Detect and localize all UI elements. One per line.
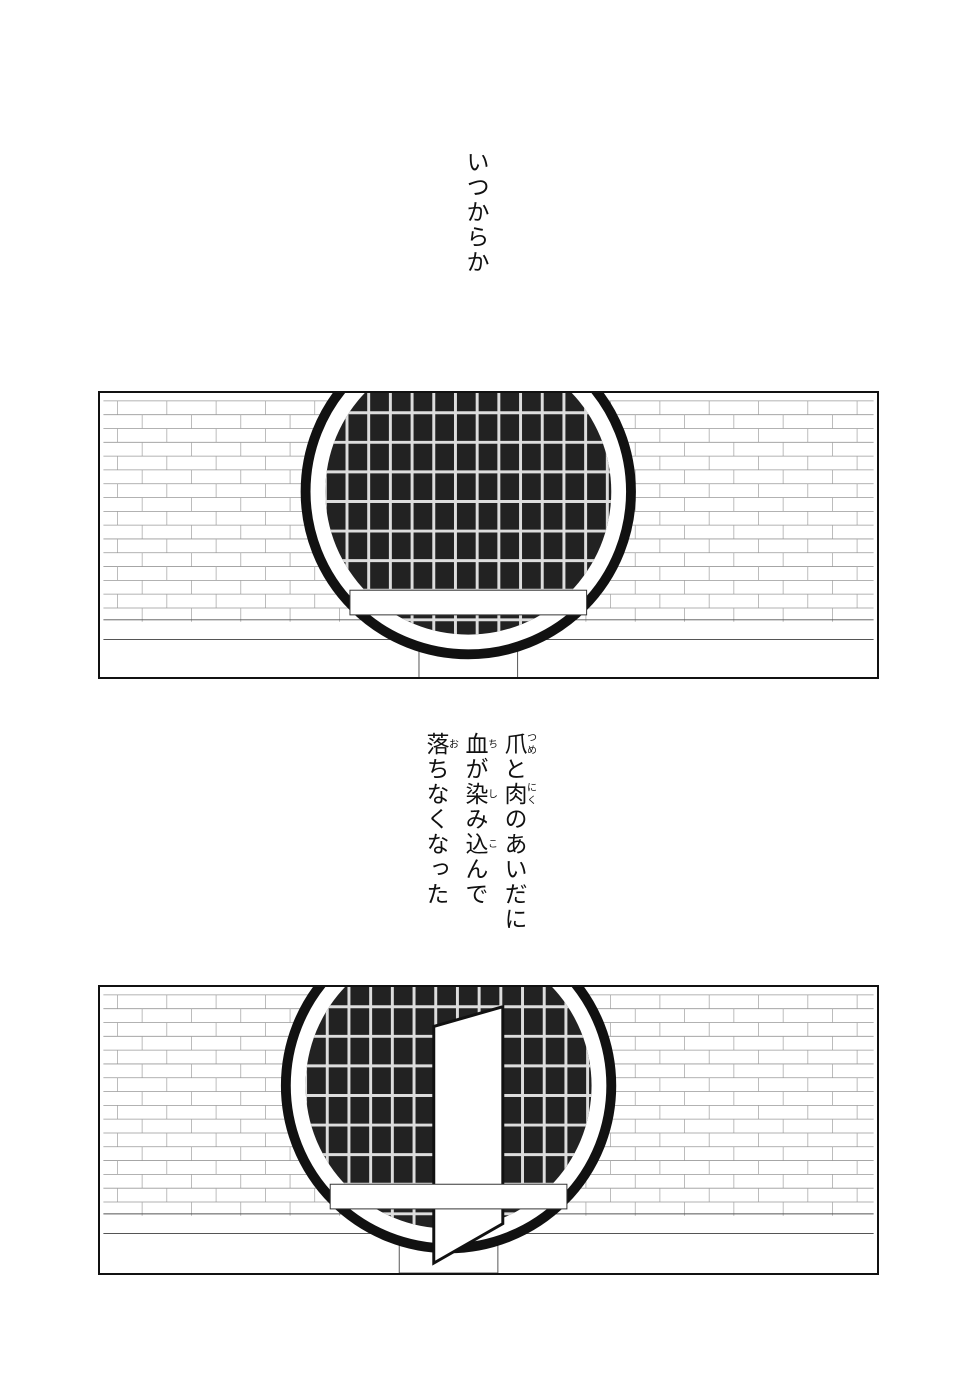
- narration-line: 落おちなくなった: [422, 732, 458, 907]
- window-opening: [325, 393, 612, 635]
- open-gate: [432, 1004, 505, 1266]
- narration-2: 爪つめと肉にくのあいだに血ちが染しみ込こんで落おちなくなった: [418, 732, 536, 932]
- panel-2: [98, 985, 879, 1275]
- panel-2-art: [103, 987, 874, 1273]
- window-sill: [329, 1183, 568, 1210]
- narration-1: いつからか: [462, 150, 488, 275]
- narration-line: 血ちが染しみ込こんで: [461, 732, 497, 907]
- narration-line: 爪つめと肉にくのあいだに: [500, 732, 536, 932]
- panel-1-art: [103, 393, 874, 677]
- window-sill: [349, 589, 588, 616]
- panel-1: [98, 391, 879, 679]
